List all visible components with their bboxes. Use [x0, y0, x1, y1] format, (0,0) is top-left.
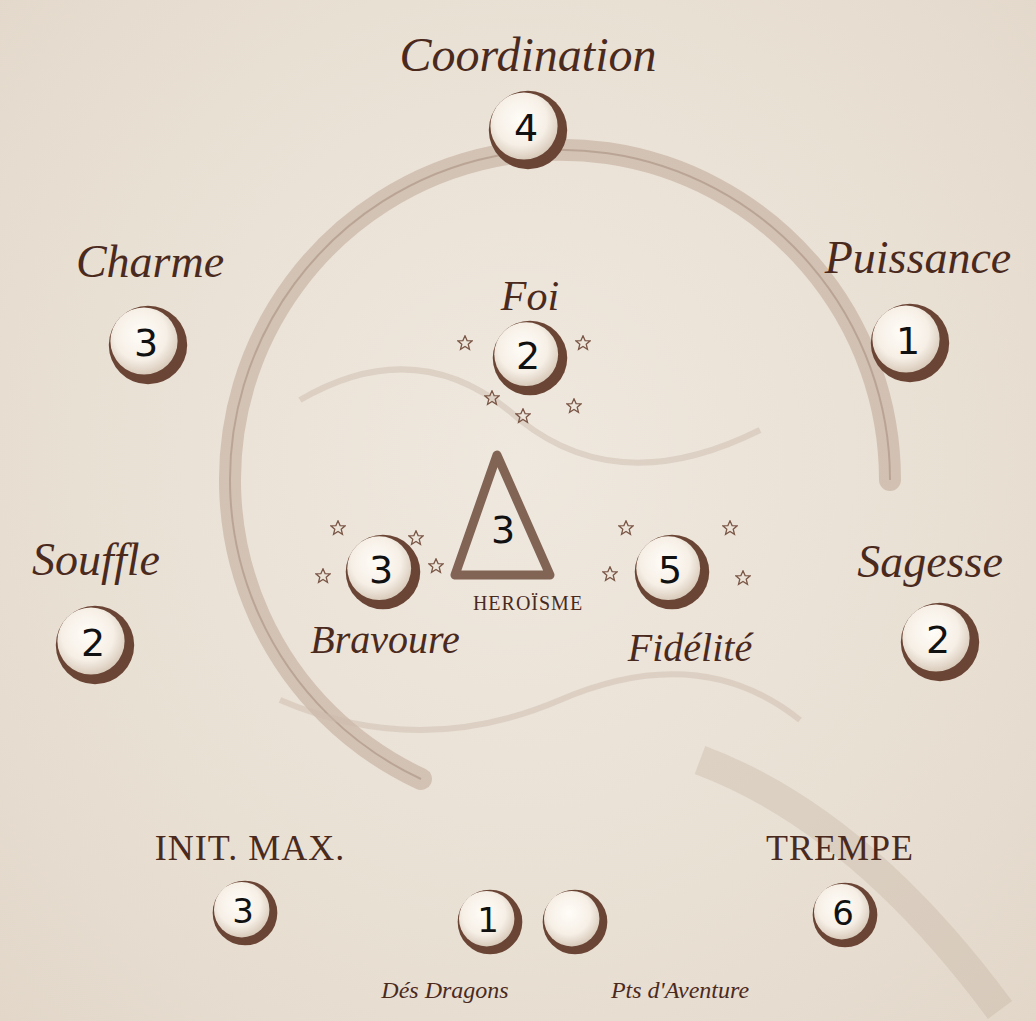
stat-value: 2 — [516, 337, 540, 375]
stat-label: Charme — [76, 239, 224, 285]
stat-label: Coordination — [400, 31, 657, 79]
stat-circle: Pts d'Aventure — [542, 889, 608, 955]
stat-label: INIT. MAX. — [155, 830, 345, 866]
stat-circle: Puissance1 — [870, 303, 950, 383]
stat-value: 2 — [926, 621, 950, 659]
stat-label: HEROÏSME — [473, 593, 583, 613]
stat-circle: 3Bravoure — [345, 534, 421, 610]
stat-circle: 5Fidélité — [634, 534, 710, 610]
stat-circle: INIT. MAX.3 — [212, 880, 278, 946]
stat-value: 2 — [81, 624, 105, 662]
stat-pearl — [542, 889, 608, 955]
stat-label: Puissance — [825, 235, 1012, 281]
stat-value: 3 — [491, 511, 515, 549]
stat-value: 3 — [232, 894, 254, 928]
stat-value: 5 — [658, 551, 682, 589]
stat-label: Fidélité — [628, 628, 752, 668]
stat-circle: Coordination4 — [488, 90, 568, 170]
stat-label: Bravoure — [310, 620, 460, 660]
stat-label: Souffle — [32, 537, 160, 583]
stat-circle: Souffle2 — [55, 605, 135, 685]
stat-value: 4 — [514, 109, 538, 147]
stat-value: 1 — [896, 322, 920, 360]
stat-circle: Sagesse2 — [900, 602, 980, 682]
stat-value: 3 — [369, 551, 393, 589]
stat-label: Dés Dragons — [381, 978, 508, 1002]
stat-label: Pts d'Aventure — [611, 978, 749, 1002]
stat-circle: 1Dés Dragons — [457, 889, 523, 955]
stat-value: 3 — [134, 324, 158, 362]
stat-value: 6 — [832, 896, 854, 930]
heroism-node: 3HEROÏSME — [430, 440, 570, 590]
stat-circle: TREMPE6 — [812, 882, 878, 948]
stat-circle: Foi2 — [492, 320, 568, 396]
stat-circle: Charme3 — [108, 305, 188, 385]
stat-label: TREMPE — [766, 830, 914, 866]
stat-value: 1 — [477, 903, 499, 937]
stat-label: Foi — [501, 275, 559, 317]
stat-label: Sagesse — [857, 539, 1003, 585]
